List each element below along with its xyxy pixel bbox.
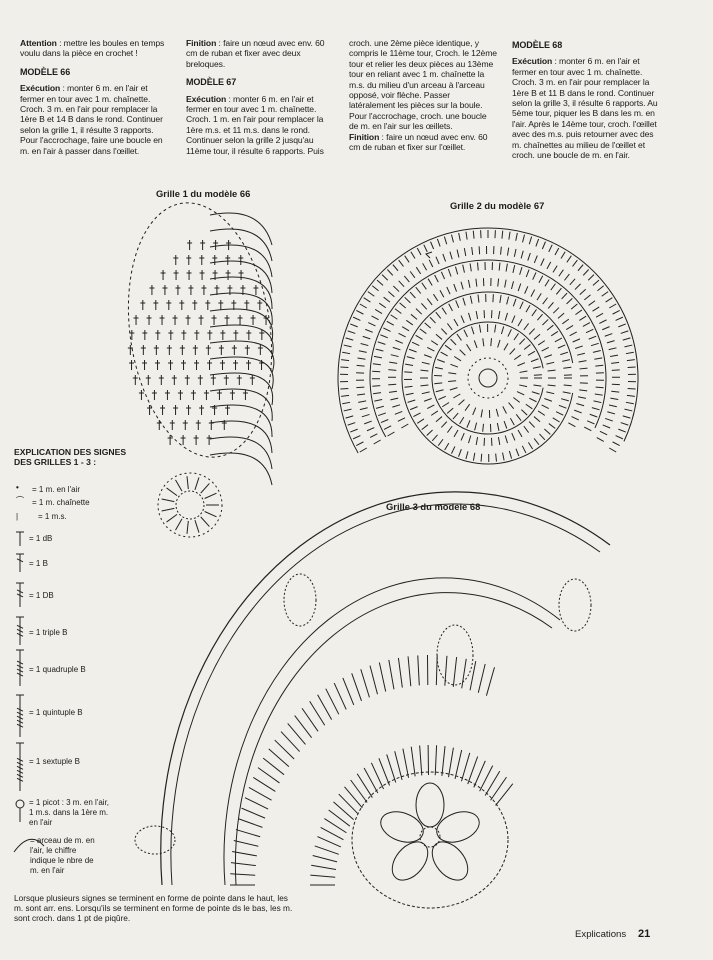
finition-text: : faire un nœud avec env. 60 cm de ruban… <box>186 38 325 69</box>
legend-text: = 1 dB <box>29 534 53 543</box>
legend-text: = arceau de m. en l'air, le chiffre indi… <box>30 836 95 875</box>
column-1: Attention : mettre les boules en temps v… <box>20 38 172 156</box>
legend-item-treble: = 1 DB <box>29 591 54 600</box>
legend-item-picot: = 1 picot : 3 m. en l'air, 1 m.s. dans l… <box>29 798 109 828</box>
stitch-note: Lorsque plusieurs signes se terminent en… <box>14 893 293 924</box>
page-number: 21 <box>638 928 651 940</box>
finition-label: Finition <box>349 131 380 142</box>
legend-text: = 1 B <box>29 559 48 568</box>
legend-item-quadruple: = 1 quadruple B <box>29 665 86 674</box>
model-68-title: MODÈLE 68 <box>512 40 563 50</box>
column-2: Finition : faire un nœud avec env. 60 cm… <box>186 38 336 156</box>
arc-symbol-icon: ⌒ <box>16 496 24 505</box>
model-67-paragraph: Exécution : monter 6 m. en l'air et ferm… <box>186 94 336 156</box>
model-67-title: MODÈLE 67 <box>186 77 237 88</box>
legend-text: = 1 m.s. <box>38 512 67 521</box>
execution-label: Exécution <box>512 56 553 67</box>
grid-2-diagram <box>337 227 639 465</box>
legend-item-quintuple: = 1 quintuple B <box>29 708 83 717</box>
model-68-paragraph: Exécution : monter 6 m. en l'air et ferm… <box>512 56 658 160</box>
model-67-text: : monter 6 m. en l'air et fermer en tour… <box>186 93 324 156</box>
legend-text: = 1 quadruple B <box>29 665 86 674</box>
legend-item-triple: = 1 triple B <box>29 628 67 637</box>
finition-label: Finition <box>186 38 217 48</box>
legend-item-sextuple: = 1 sextuple B <box>29 757 80 766</box>
grid-3-diagram <box>134 491 611 909</box>
attention-label: Attention <box>20 38 57 48</box>
symbol-legend: EXPLICATION DES SIGNES DES GRILLES 1 - 3… <box>14 447 134 467</box>
legend-text: = 1 triple B <box>29 628 68 637</box>
model-68-text: : monter 6 m. en l'air et fermer en tour… <box>512 56 658 161</box>
continuation-paragraph: croch. une 2ème pièce identique, y compr… <box>349 38 497 132</box>
dot-symbol-icon: • <box>16 483 19 492</box>
legend-item-double: = 1 B <box>29 559 48 568</box>
legend-text: = 1 m. chaînette <box>32 498 90 507</box>
finition-text: : faire un nœud avec env. 60 cm de ruban… <box>349 131 488 153</box>
legend-text: = 1 DB <box>29 591 54 600</box>
bar-symbol-icon: | <box>16 512 19 521</box>
model-66-text: : monter 6 m. en l'air et fermer en tour… <box>20 83 163 156</box>
legend-text: = 1 picot : 3 m. en l'air, 1 m.s. dans l… <box>29 798 110 827</box>
attention-paragraph: Attention : mettre les boules en temps v… <box>20 38 172 59</box>
legend-heading: EXPLICATION DES SIGNES DES GRILLES 1 - 3… <box>14 447 127 467</box>
grid-3-title: Grille 3 du modèle 68 <box>386 501 481 512</box>
model-66-title: MODÈLE 66 <box>20 66 71 77</box>
finition-paragraph: Finition : faire un nœud avec env. 60 cm… <box>349 132 497 153</box>
grid-2-title: Grille 2 du modèle 67 <box>450 200 545 211</box>
footer-section-label: Explications <box>575 929 627 940</box>
model-66-paragraph: Exécution : monter 6 m. en l'air et ferm… <box>20 83 172 156</box>
legend-item-half-double: = 1 dB <box>29 534 52 543</box>
column-3: croch. une 2ème pièce identique, y compr… <box>349 38 497 152</box>
legend-text: = 1 quintuple B <box>29 708 83 717</box>
legend-text: = 1 m. en l'air <box>32 485 80 494</box>
legend-text: = 1 sextuple B <box>29 757 80 766</box>
finition-paragraph: Finition : faire un nœud avec env. 60 cm… <box>186 38 336 69</box>
legend-item-arch: = arceau de m. en l'air, le chiffre indi… <box>30 836 104 876</box>
grid-1-title: Grille 1 du modèle 66 <box>156 188 251 199</box>
attention-text: : mettre les boules en temps voulu dans … <box>20 38 165 59</box>
execution-label: Exécution <box>186 93 227 104</box>
grid-1-diagram <box>127 202 275 538</box>
execution-label: Exécution <box>20 83 61 94</box>
column-4: MODÈLE 68 Exécution : monter 6 m. en l'a… <box>512 38 658 160</box>
